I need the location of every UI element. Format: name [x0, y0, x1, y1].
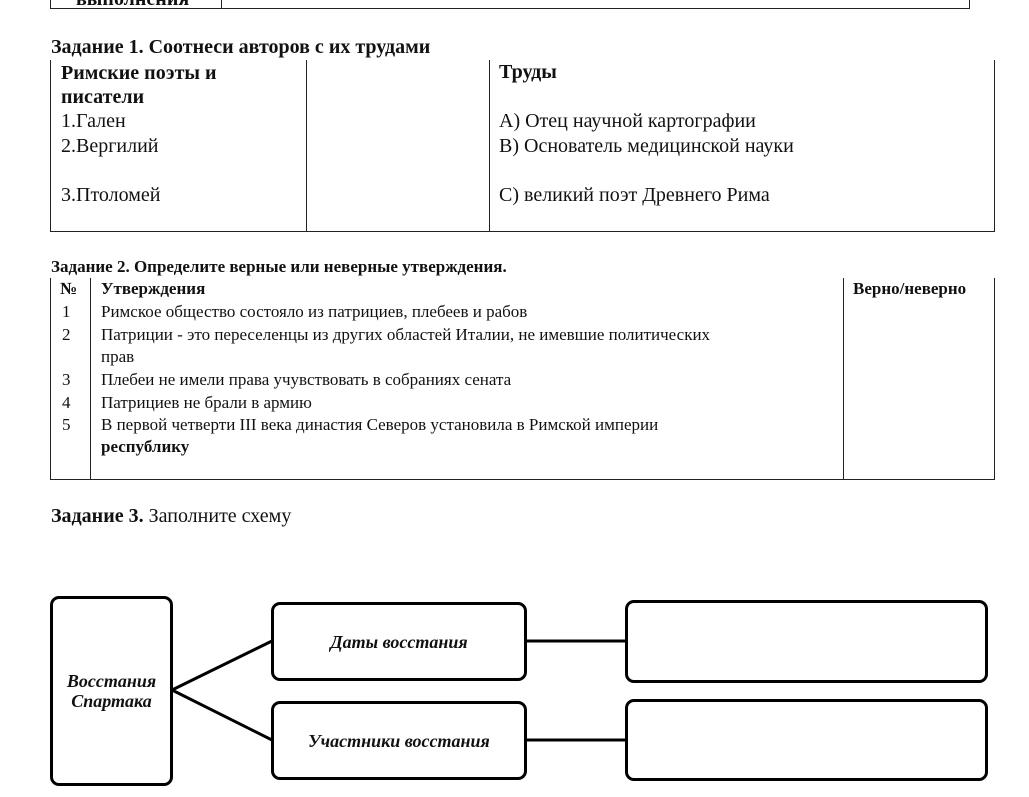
scheme-participants-box: Участники восстания [271, 701, 527, 780]
row-5-text-cont: республику [101, 437, 190, 456]
task1-heading: Задание 1. Соотнеси авторов с их трудами [51, 36, 431, 58]
row-1-text: Римское общество состояло из патрициев, … [101, 302, 528, 321]
row-1-num: 1 [62, 302, 71, 321]
row-2-text-cont: прав [101, 347, 135, 366]
col-works-header: Труды [499, 61, 557, 83]
scheme-participants-answer-box[interactable] [625, 699, 988, 781]
work-c: С) великий поэт Древнего Рима [499, 184, 770, 206]
scheme-participants-label: Участники восстания [308, 730, 490, 751]
task2-heading: Задание 2. Определите верные или неверны… [51, 257, 507, 276]
col-statement-header: Утверждения [101, 279, 206, 298]
task3-heading-rest: Заполните схему [143, 505, 292, 527]
top-row-label: выполнения [76, 0, 189, 11]
work-b: В) Основатель медицинской науки [499, 135, 794, 157]
col-answer-header: Верно/неверно [853, 279, 967, 298]
col-num-header: № [60, 279, 78, 298]
scheme-dates-box: Даты восстания [271, 602, 527, 681]
row-2-num: 2 [62, 325, 71, 344]
top-table-row [50, 0, 970, 9]
scheme-dates-label: Даты восстания [330, 631, 468, 652]
row-3-num: 3 [62, 370, 71, 389]
author-1: 1.Гален [61, 110, 126, 132]
work-a: А) Отец научной картографии [499, 110, 756, 132]
scheme-root-label: Восстания Спартака [66, 671, 157, 711]
col-authors-header: Римские поэты и писатели [61, 62, 217, 108]
row-5-num: 5 [62, 415, 71, 434]
row-4-text: Патрициев не брали в армию [101, 393, 312, 412]
row-2-text: Патриции - это переселенцы из других обл… [101, 325, 711, 344]
task3-heading-bold: Задание 3. [51, 505, 144, 527]
row-5-text: В первой четверти III века династия Севе… [101, 415, 659, 434]
row-3-text: Плебеи не имели права учувствовать в соб… [101, 370, 512, 389]
scheme-dates-answer-box[interactable] [625, 600, 988, 683]
author-2: 2.Вергилий [61, 135, 159, 157]
task3-heading: Задание 3. Заполните схему [51, 505, 291, 528]
row-4-num: 4 [62, 393, 71, 412]
scheme-root-box: Восстания Спартака [50, 596, 173, 786]
author-3: 3.Птоломей [61, 184, 161, 206]
